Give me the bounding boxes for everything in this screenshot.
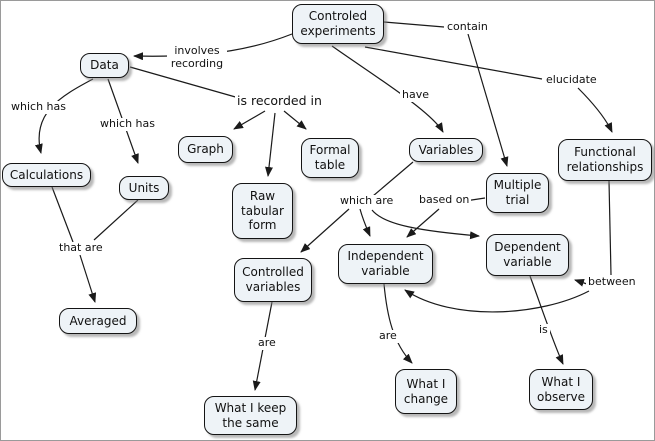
edge-calculations / units-to-averaged <box>93 199 139 241</box>
edge-controled-experiments-to-data <box>133 33 293 61</box>
edge-variables-to-controlled-variables / independent-variable / dependent-variable <box>371 209 480 240</box>
link-phrase-is-recorded-in[interactable]: is recorded in <box>235 93 324 109</box>
node-variables[interactable]: Variables <box>409 138 483 162</box>
edge-independent-variable-to-what-i-change <box>383 283 413 364</box>
node-what-i-change[interactable]: What I change <box>395 369 457 414</box>
edge-dependent-variable-to-what-i-observe <box>529 275 564 365</box>
link-phrase-which-are[interactable]: which are <box>338 194 396 208</box>
node-data[interactable]: Data <box>80 53 129 78</box>
edge-controled-experiments-to-functional-relationships <box>364 46 543 80</box>
edge-variables-to-controlled-variables / independent-variable / dependent-variable <box>300 208 350 253</box>
node-dependent-variable[interactable]: Dependent variable <box>486 234 569 276</box>
edge-variables-to-controlled-variables / independent-variable / dependent-variable <box>359 208 371 237</box>
node-what-i-observe[interactable]: What I observe <box>529 369 593 410</box>
edge-functional-relationships-to-dependent-variable / independent-variable <box>404 289 590 313</box>
edge-data-to-calculations <box>34 78 94 154</box>
node-controled-experiments[interactable]: Controled experiments <box>292 4 384 44</box>
edge-variables-to-controlled-variables / independent-variable / dependent-variable <box>372 161 414 197</box>
node-averaged[interactable]: Averaged <box>59 308 137 334</box>
edge-data-to-graph / raw-tabular-form / formal-table <box>265 112 276 177</box>
link-phrase-that-are[interactable]: that are <box>57 241 105 255</box>
link-phrase-based-on[interactable]: based on <box>417 193 472 207</box>
link-phrase-between[interactable]: between <box>586 275 638 289</box>
link-phrase-is[interactable]: is <box>537 323 550 337</box>
edge-controled-experiments-to-functional-relationships <box>577 87 613 133</box>
edge-group <box>34 21 613 391</box>
edge-data-to-graph / raw-tabular-form / formal-table <box>283 110 307 130</box>
link-phrase-are-1[interactable]: are <box>256 336 278 350</box>
edge-multiple-trial-to-independent-variable <box>406 208 440 238</box>
edge-controled-experiments-to-multiple-trial <box>467 33 509 167</box>
edge-functional-relationships-to-dependent-variable / independent-variable <box>608 180 612 276</box>
node-calculations[interactable]: Calculations <box>2 163 91 187</box>
node-multiple-trial[interactable]: Multiple trial <box>486 173 549 213</box>
node-units[interactable]: Units <box>119 176 169 200</box>
link-phrase-elucidate[interactable]: elucidate <box>544 73 599 87</box>
link-phrase-contain[interactable]: contain <box>445 20 490 34</box>
link-phrase-have[interactable]: have <box>400 88 431 102</box>
node-raw-tabular-form[interactable]: Raw tabular form <box>232 183 293 239</box>
node-formal-table[interactable]: Formal table <box>301 138 359 178</box>
edge-calculations / units-to-averaged <box>51 186 74 243</box>
link-phrase-which-has-2[interactable]: which has <box>98 117 157 131</box>
edge-data-to-graph / raw-tabular-form / formal-table <box>233 110 266 130</box>
node-what-i-keep-the-same[interactable]: What I keep the same <box>204 396 297 435</box>
edge-controled-experiments-to-multiple-trial <box>383 21 445 28</box>
edge-controled-experiments-to-variables <box>331 45 444 133</box>
node-independent-variable[interactable]: Independent variable <box>338 244 433 284</box>
edge-data-to-graph / raw-tabular-form / formal-table <box>129 66 247 101</box>
link-phrase-which-has-1[interactable]: which has <box>9 100 68 114</box>
link-phrase-are-2[interactable]: are <box>377 329 399 343</box>
node-controlled-variables[interactable]: Controlled variables <box>234 258 312 302</box>
node-graph[interactable]: Graph <box>178 136 233 163</box>
link-phrase-involves-recording[interactable]: involves recording <box>167 44 227 71</box>
node-functional-relationships[interactable]: Functional relationships <box>558 139 652 181</box>
edge-calculations / units-to-averaged <box>79 254 97 303</box>
